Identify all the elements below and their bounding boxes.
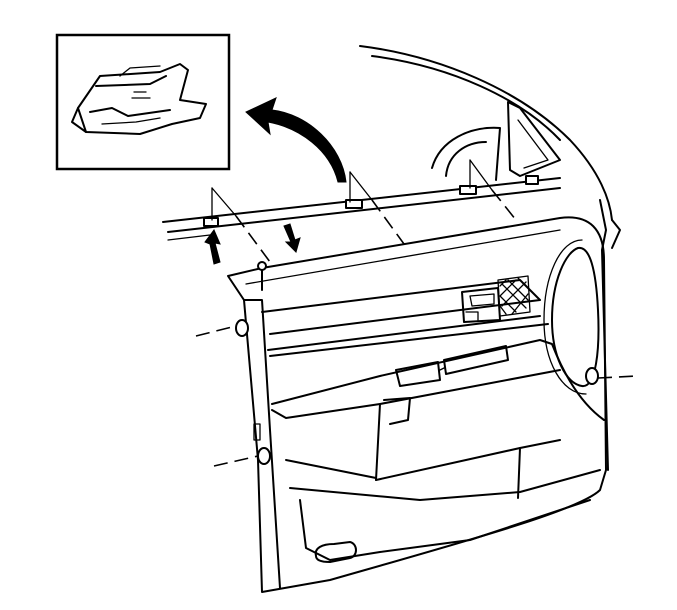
fastener-hole-lower [257, 447, 271, 465]
upper-retainer-rail [162, 175, 561, 241]
retaining-clip-detail-icon [55, 33, 231, 171]
fastener-hole-upper [235, 319, 249, 337]
fastener-hole-rear [585, 367, 599, 385]
up-arrow-icon [204, 229, 221, 265]
alignment-lines [195, 159, 637, 467]
curved-arrow-icon [245, 97, 347, 183]
speaker-cover [543, 239, 600, 395]
door-trim-panel [227, 216, 607, 593]
door-frame [359, 45, 621, 471]
down-arrow-icon [283, 223, 301, 253]
